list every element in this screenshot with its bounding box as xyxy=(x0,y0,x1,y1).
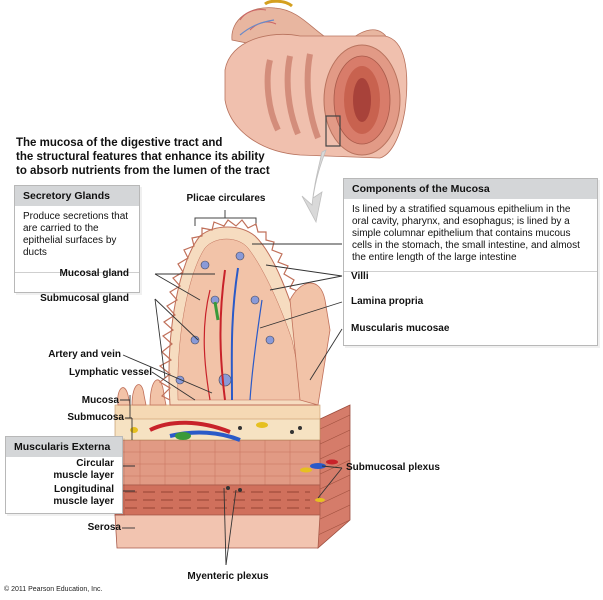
inset-highlight-box xyxy=(325,115,341,147)
muscularis-externa-title: Muscularis Externa xyxy=(6,437,122,457)
label-longitudinal-line-2: muscle layer xyxy=(53,496,114,507)
intestine-tube-inset xyxy=(224,0,408,159)
label-lamina-propria: Lamina propria xyxy=(351,296,424,307)
caption-line-1: The mucosa of the digestive tract and xyxy=(16,137,223,149)
label-myenteric-plexus: Myenteric plexus xyxy=(187,571,269,582)
secretory-glands-box: Secretory Glands Produce secretions that… xyxy=(14,185,140,293)
label-longitudinal-line-1: Longitudinal xyxy=(54,484,114,495)
label-lymphatic-vessel: Lymphatic vessel xyxy=(68,367,152,378)
components-of-mucosa-divider xyxy=(344,271,597,272)
copyright-notice: © 2011 Pearson Education, Inc. xyxy=(4,586,103,593)
caption-line-3: to absorb nutrients from the lumen of th… xyxy=(16,165,270,177)
label-artery-and-vein: Artery and vein xyxy=(48,349,121,360)
label-muscularis-mucosae: Muscularis mucosae xyxy=(351,323,450,334)
label-mucosal-gland: Mucosal gland xyxy=(59,268,129,279)
label-circular-muscle-layer: Circular muscle layer xyxy=(53,458,114,482)
plicae-bracket xyxy=(194,210,257,226)
plexus-dots xyxy=(226,459,338,502)
label-submucosa: Submucosa xyxy=(67,412,124,423)
label-submucosal-gland: Submucosal gland xyxy=(40,293,129,304)
secretory-glands-title: Secretory Glands xyxy=(15,186,139,206)
plica-fold xyxy=(158,219,331,406)
submucosa-details xyxy=(130,420,302,442)
label-circular-line-2: muscle layer xyxy=(53,470,114,481)
leader-lines xyxy=(114,243,343,566)
secretory-glands-divider xyxy=(15,272,139,273)
label-villi: Villi xyxy=(351,271,369,282)
label-mucosa: Mucosa xyxy=(81,395,119,406)
components-of-mucosa-description: Is lined by a stratified squamous epithe… xyxy=(352,204,580,263)
components-of-mucosa-box: Components of the Mucosa Is lined by a s… xyxy=(343,178,598,346)
muscularis-externa-box: Muscularis Externa xyxy=(5,436,123,514)
tissue-block xyxy=(114,404,351,549)
label-longitudinal-muscle-layer: Longitudinal muscle layer xyxy=(53,484,114,508)
components-of-mucosa-title: Components of the Mucosa xyxy=(344,179,597,199)
zoom-arrow xyxy=(301,149,327,224)
label-submucosal-plexus: Submucosal plexus xyxy=(346,462,440,473)
small-villi xyxy=(117,379,167,406)
caption-line-2: the structural features that enhance its… xyxy=(16,151,265,163)
secretory-glands-description: Produce secretions that are carried to t… xyxy=(23,211,129,258)
figure-caption: The mucosa of the digestive tract and th… xyxy=(16,136,336,178)
label-circular-line-1: Circular xyxy=(76,458,114,469)
label-plicae-circulares: Plicae circulares xyxy=(186,193,266,204)
label-serosa: Serosa xyxy=(87,522,121,533)
